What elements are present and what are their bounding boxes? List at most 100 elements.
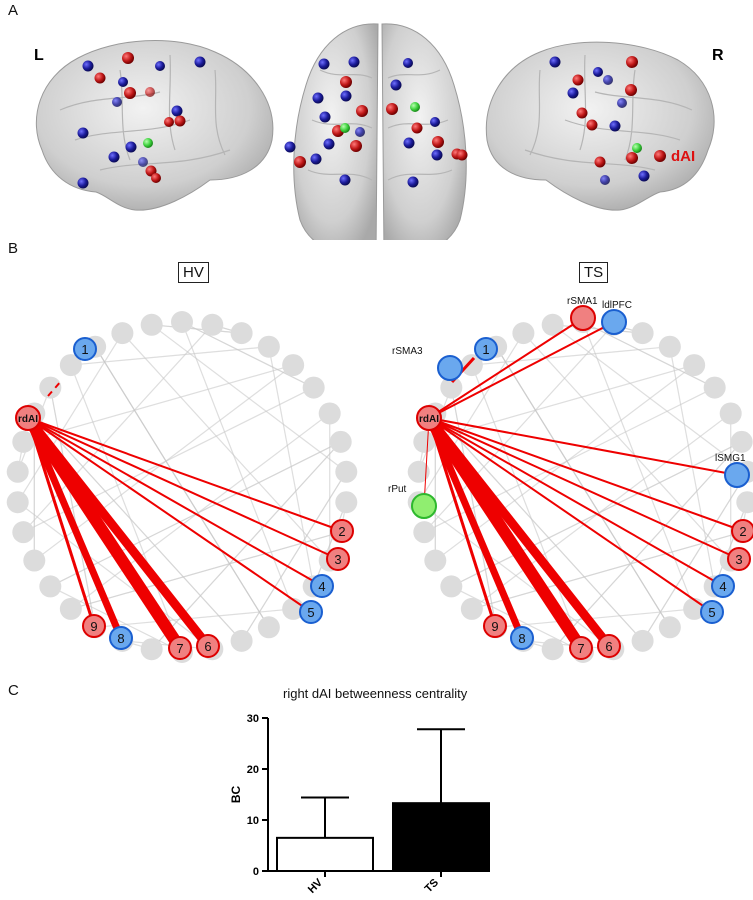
grey-node [302,376,325,399]
hv-network-title: HV [178,262,209,283]
background-edge [151,324,347,473]
grey-node [413,521,436,544]
background-edge [268,346,315,587]
y-tick-label: 20 [247,764,259,776]
background-edge [70,364,183,653]
hv-hub-edges [22,379,343,652]
hub-edge [428,321,615,419]
background-edge [70,412,331,610]
brain-dot-red [145,87,155,97]
background-edge [17,332,123,503]
background-edge [181,321,314,389]
left-brain-dots [77,52,206,189]
grey-node [541,638,564,661]
background-edge [582,321,715,389]
background-edge [471,412,732,610]
network-node-label: 7 [577,641,584,656]
grey-node [59,354,82,377]
network-node [196,634,220,658]
network-node-label: 6 [605,639,612,654]
brain-dot-blue [108,151,120,163]
network-node [569,636,593,660]
network-node-label: 4 [719,579,726,594]
grey-node [631,629,654,652]
background-edge [552,324,748,473]
brain-dot-blue [431,149,443,161]
brain-dot-green [410,102,420,112]
background-edge [714,502,748,587]
network-node-label: 2 [338,524,345,539]
hub-edge [428,417,738,476]
grey-node [140,638,163,661]
background-edge [181,321,314,389]
background-edge [268,346,315,587]
grey-node [719,402,742,425]
background-edge [23,364,294,443]
background-edge [151,324,242,334]
grey-node [335,491,358,514]
background-edge [552,324,643,334]
grey-node [12,430,35,453]
hub-edge [428,417,724,587]
grey-node [6,460,29,483]
background-edge [17,501,213,650]
brain-dot-blue [348,56,360,68]
hub-edge [27,417,339,560]
x-tick-label: TS [423,877,441,895]
background-edge [33,413,243,642]
background-edge [552,324,643,334]
background-edge [70,412,331,610]
hub-edge [22,414,186,652]
bar-TS [392,802,490,872]
brain-dot-red [94,72,106,84]
brain-dot-blue [312,92,324,104]
grey-node [335,460,358,483]
background-edge [424,387,715,533]
grey-node [440,376,463,399]
background-edge [471,364,584,653]
panel-label-a: A [8,2,19,19]
background-edge [582,321,695,610]
brain-dot-red [654,150,666,162]
background-edge [70,346,269,366]
brain-dot-blue [118,77,128,87]
brain-dot-blue [403,58,413,68]
background-edge [49,387,96,628]
chart-title: right dAI betweenness centrality [283,686,468,701]
brain-dot-blue [319,111,331,123]
brain-dot-red [625,84,637,96]
network-node-label: 7 [176,641,183,656]
background-edge [471,346,670,366]
grey-node [318,402,341,425]
hub-edge [26,417,96,627]
grey-node [171,311,193,333]
background-edge [181,321,314,389]
background-edge [552,324,748,473]
grey-node [683,354,706,377]
grey-node [257,335,280,358]
grey-node [282,354,305,377]
background-edge [582,321,695,610]
right-brain-dots [549,56,666,185]
network-node-label: 8 [518,631,525,646]
brain-dot-blue [125,141,137,153]
network-node [82,614,106,638]
hub-edge [428,317,584,419]
network-node-rSMA1 [570,305,596,331]
brain-dot-blue [339,174,351,186]
background-edge [471,346,670,366]
brain-dot-red [164,117,174,127]
network-node-name: rSMA1 [567,296,598,307]
background-edge [471,531,742,610]
right-lateral-brain [485,41,715,211]
background-edge [23,387,314,533]
background-edge [450,387,497,628]
hub-edge [428,417,744,532]
network-node [727,547,751,571]
ts-hub-edges [423,317,744,652]
hv-hub-node [15,405,41,431]
network-node-label: 5 [307,605,314,620]
